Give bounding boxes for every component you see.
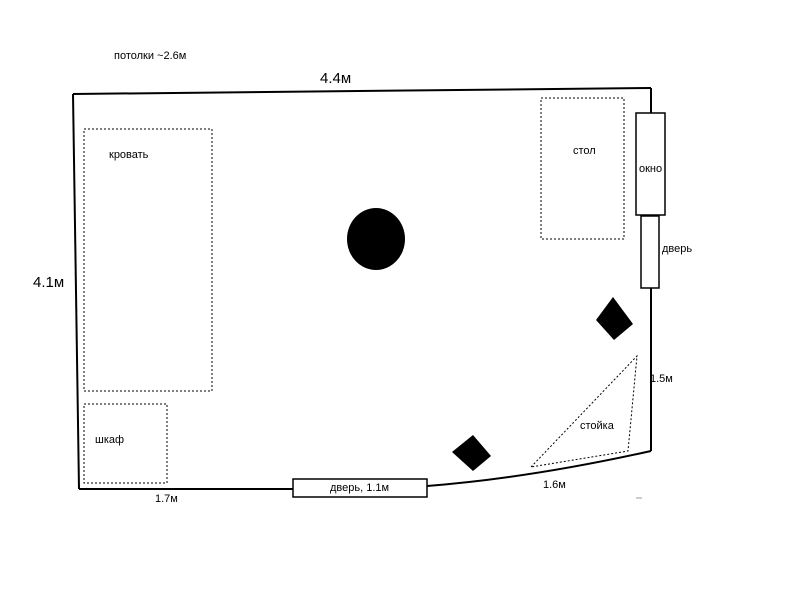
window-label: окно [639, 163, 662, 175]
speaker-right-icon [596, 297, 633, 340]
window: окно [635, 112, 666, 216]
side-door-label: дверь [662, 243, 692, 255]
wall-left [72, 93, 80, 490]
desk-label: стол [573, 145, 596, 157]
speaker-bottom-icon [452, 435, 491, 471]
dimension-top: 4.4м [320, 70, 351, 87]
wardrobe-label: шкаф [95, 434, 124, 446]
room-walls [72, 87, 652, 490]
wardrobe-zone: шкаф [83, 403, 168, 484]
side-door: дверь [640, 215, 692, 289]
bed-zone: кровать [83, 128, 213, 392]
ceiling-height-note: потолки ~2.6м [114, 50, 186, 62]
bed-outline [83, 128, 213, 392]
wall-bottom-right-curved [426, 450, 652, 487]
desk-zone: стол [540, 97, 625, 240]
side-door-frame [640, 215, 660, 289]
desk-outline [540, 97, 625, 240]
dimension-bottom-right: 1.6м [543, 479, 566, 491]
dimension-left: 4.1м [33, 274, 64, 291]
dimension-right-lower: 1.5м [650, 373, 673, 385]
window-frame [635, 112, 666, 216]
main-door: дверь, 1.1м [292, 478, 428, 498]
dimension-bottom-left: 1.7м [155, 493, 178, 505]
wall-top [72, 87, 652, 95]
main-door-frame [292, 478, 428, 498]
bed-label: кровать [109, 149, 149, 161]
rack-zone: стойка [529, 354, 638, 468]
rack-outline [529, 354, 638, 468]
main-door-label: дверь, 1.1м [330, 482, 389, 494]
center-light-fixture [347, 208, 405, 270]
rack-label: стойка [580, 420, 615, 432]
wardrobe-outline [83, 403, 168, 484]
